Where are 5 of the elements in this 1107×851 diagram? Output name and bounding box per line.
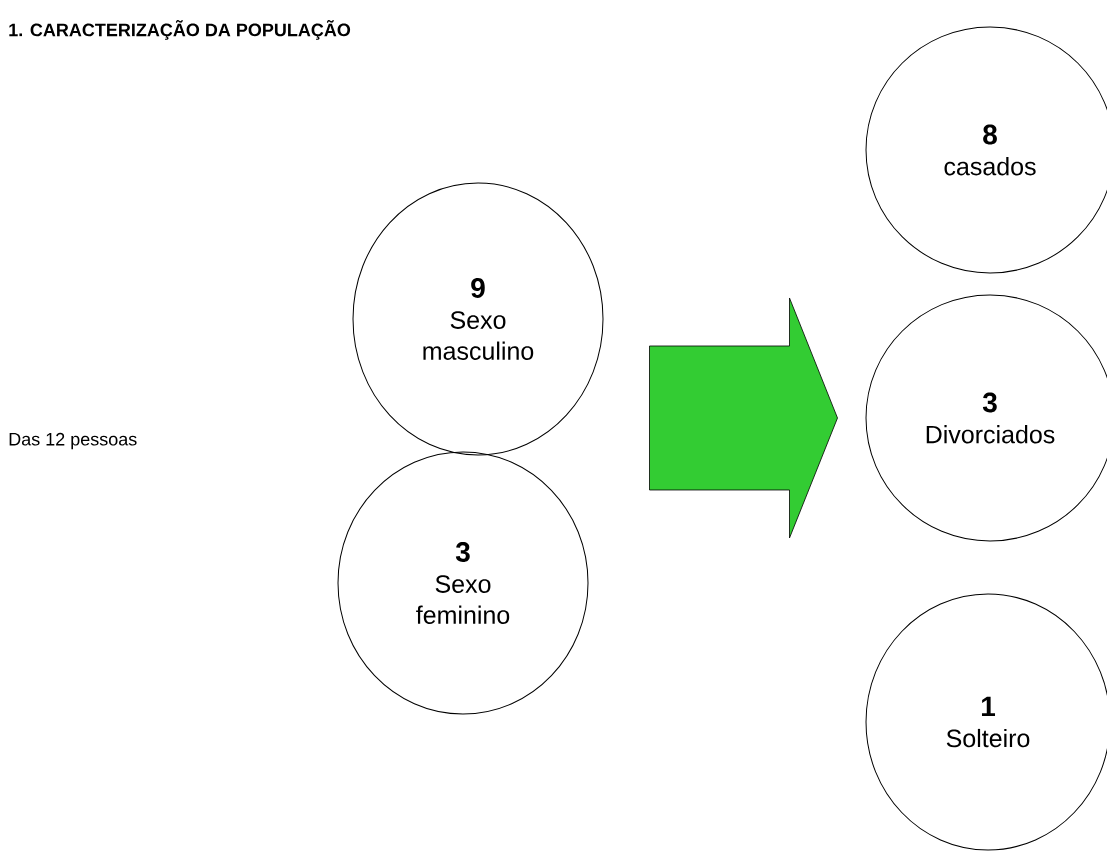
circle-node: 9 Sexo masculino [352, 182, 604, 456]
label: Das 12 pessoas [9, 432, 137, 450]
block-arrow [649, 297, 838, 539]
circle-node: 3 Sexo feminino [337, 451, 589, 715]
title: 1. CARACTERIZAÇÃO DA POPULAÇÃO [9, 20, 351, 40]
